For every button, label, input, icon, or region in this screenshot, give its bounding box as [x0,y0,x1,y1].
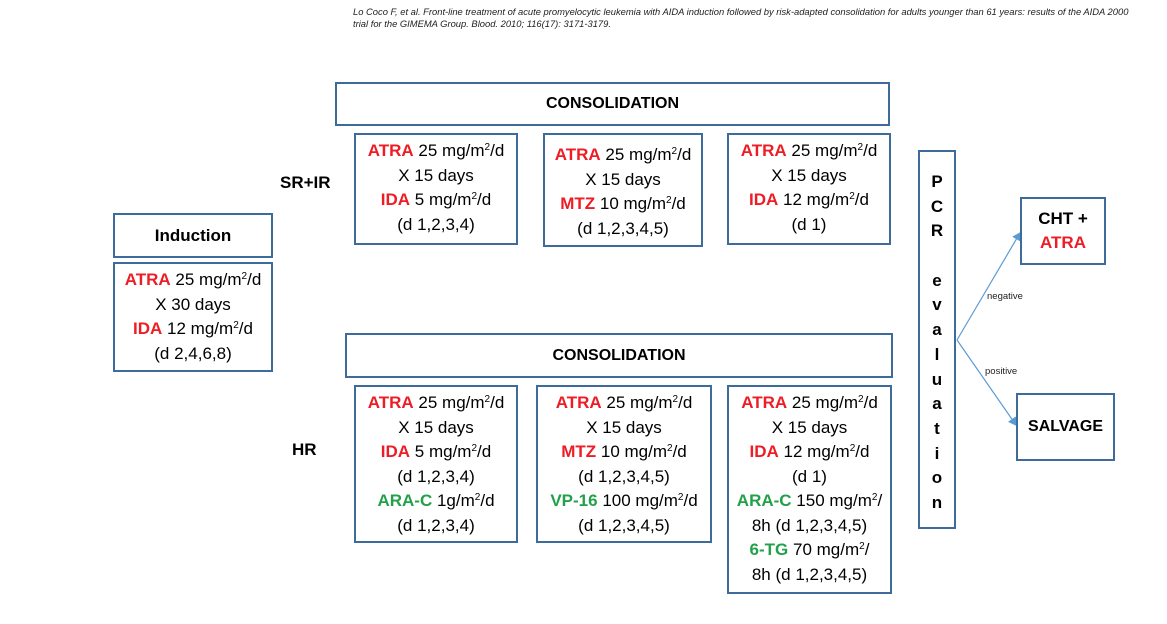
sr-ir-cycle-3: ATRA 25 mg/m2/d X 15 days IDA 12 mg/m2/d… [727,133,891,245]
sr-ir-cycle-2: ATRA 25 mg/m2/d X 15 days MTZ 10 mg/m2/d… [543,133,703,247]
drug-name: ATRA [741,393,788,412]
sr-ir-cycle-1: ATRA 25 mg/m2/d X 15 days IDA 5 mg/m2/d … [354,133,518,245]
induction-title-box: Induction [113,213,273,258]
drug-name: IDA [380,190,411,209]
positive-label: positive [985,366,1018,377]
drug-name: VP-16 [550,491,598,510]
drug-name: IDA [380,442,411,461]
pcr-letter: a [932,394,942,414]
pcr-letter: P [931,172,943,191]
citation: Lo Coco F, et al. Front-line treatment o… [353,6,1129,29]
drug-name: MTZ [560,194,596,213]
drug-name: ATRA [124,270,171,289]
drug-name: ATRA [555,393,602,412]
drug-name: IDA [749,190,779,209]
negative-label: negative [987,291,1023,302]
pcr-letter: i [934,443,940,463]
drug-name: ARA-C [736,491,792,510]
drug-name: ATRA [367,141,414,160]
cht-label: CHT + [1038,209,1088,228]
atra-label: ATRA [1040,233,1086,252]
salvage-box: SALVAGE [1016,393,1115,461]
hr-label: HR [292,440,317,459]
hr-cycle-3: ATRA 25 mg/m2/d X 15 days IDA 12 mg/m2/d… [727,385,892,594]
pcr-letter: a [932,320,942,340]
pcr-letter: n [931,492,943,512]
pcr-letter: R [930,221,944,241]
negative-arrow [956,231,1021,341]
positive-arrow [956,339,1017,426]
sr-ir-label: SR+IR [280,173,331,192]
hr-cycle-2: ATRA 25 mg/m2/d X 15 days MTZ 10 mg/m2/d… [536,385,712,543]
pcr-letter: l [934,344,940,364]
pcr-letter: o [931,468,943,488]
pcr-evaluation-box: P C R e v a l u a t i o n [918,150,956,529]
drug-name: MTZ [561,442,597,461]
duration: X 30 days [155,294,231,314]
hr-consolidation-header: CONSOLIDATION [345,333,893,378]
drug-name: ATRA [367,393,414,412]
drug-name: ARA-C [377,491,433,510]
drug-name: IDA [749,442,779,461]
drug-name: ATRA [740,141,787,160]
drug-name: 6-TG [749,540,789,559]
pcr-letter: t [934,418,940,438]
hr-cycle-1: ATRA 25 mg/m2/d X 15 days IDA 5 mg/m2/d … [354,385,518,543]
schedule: (d 2,4,6,8) [154,343,232,363]
pcr-letter: C [930,196,944,216]
drug-name: IDA [133,319,163,338]
induction-title: Induction [154,225,232,245]
pcr-letter: v [932,295,942,315]
drug-name: ATRA [554,145,601,164]
cht-atra-box: CHT + ATRA [1020,197,1106,265]
sr-ir-consolidation-header: CONSOLIDATION [335,82,890,126]
pcr-letter: e [932,270,942,290]
pcr-letter: u [931,369,943,389]
induction-regimen-box: ATRA 25 mg/m2/d X 30 days IDA 12 mg/m2/d… [113,262,273,372]
